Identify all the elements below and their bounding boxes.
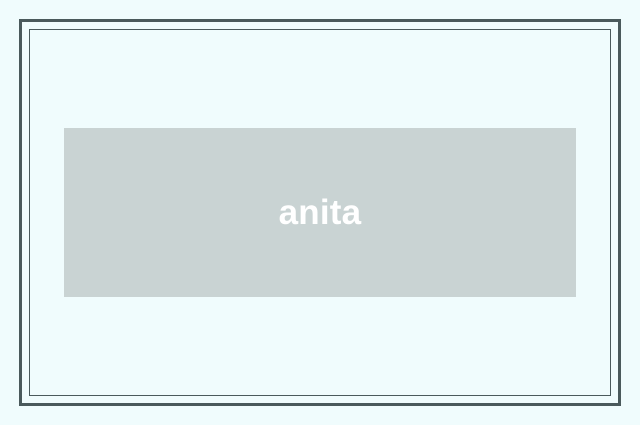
outer-frame-border: anita: [19, 19, 621, 406]
image-placeholder-block: anita: [64, 128, 576, 297]
content-area: anita: [30, 30, 610, 395]
inner-frame-border: anita: [29, 29, 611, 396]
placeholder-label: anita: [278, 193, 362, 232]
